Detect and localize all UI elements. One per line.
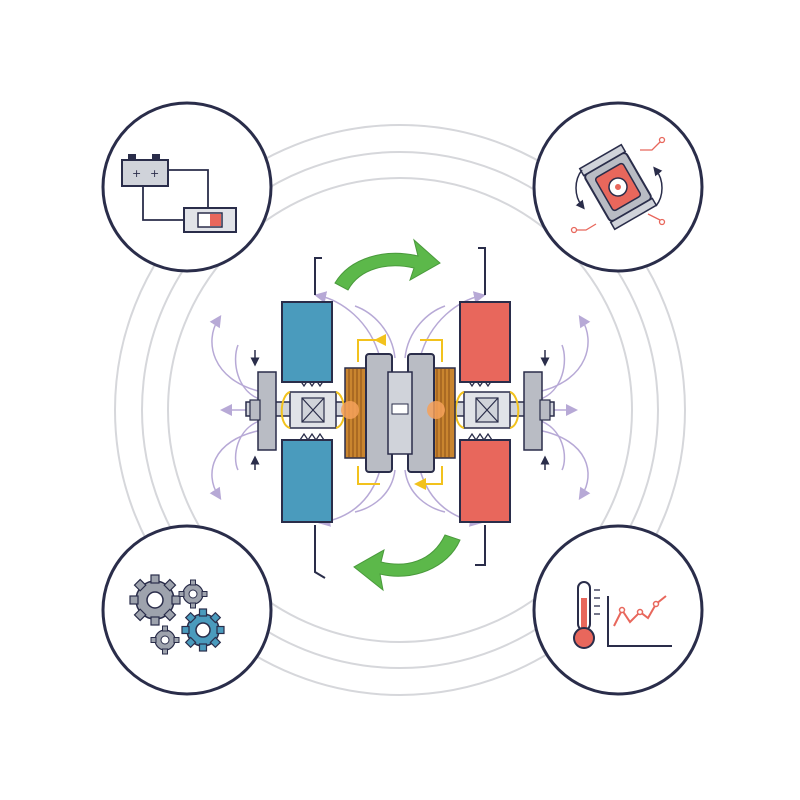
concentric-rings [114,124,686,696]
coil-magnet-assembly-icon [245,301,555,523]
cold-block-top [281,301,333,383]
thermometer-chart-icon [573,581,672,649]
node-gears [101,524,273,696]
node-chip-rotation [532,101,704,273]
node-temperature-trend [532,524,704,696]
rotating-chip-icon [578,143,658,231]
battery-with-indicator-icon: + + [121,154,237,233]
curved-arrow-right-icon [334,238,441,291]
hot-block-top [459,301,511,383]
bracket-lines [314,247,486,579]
curved-arrow-left-icon [353,534,461,592]
hot-block-bottom [459,439,511,523]
cycle-arrows [334,238,461,592]
node-battery-circuit: + + [101,101,273,273]
gears-icon [129,574,225,655]
svg-text:+: + [150,167,159,180]
cold-block-bottom [281,439,333,523]
svg-text:+: + [132,167,141,180]
